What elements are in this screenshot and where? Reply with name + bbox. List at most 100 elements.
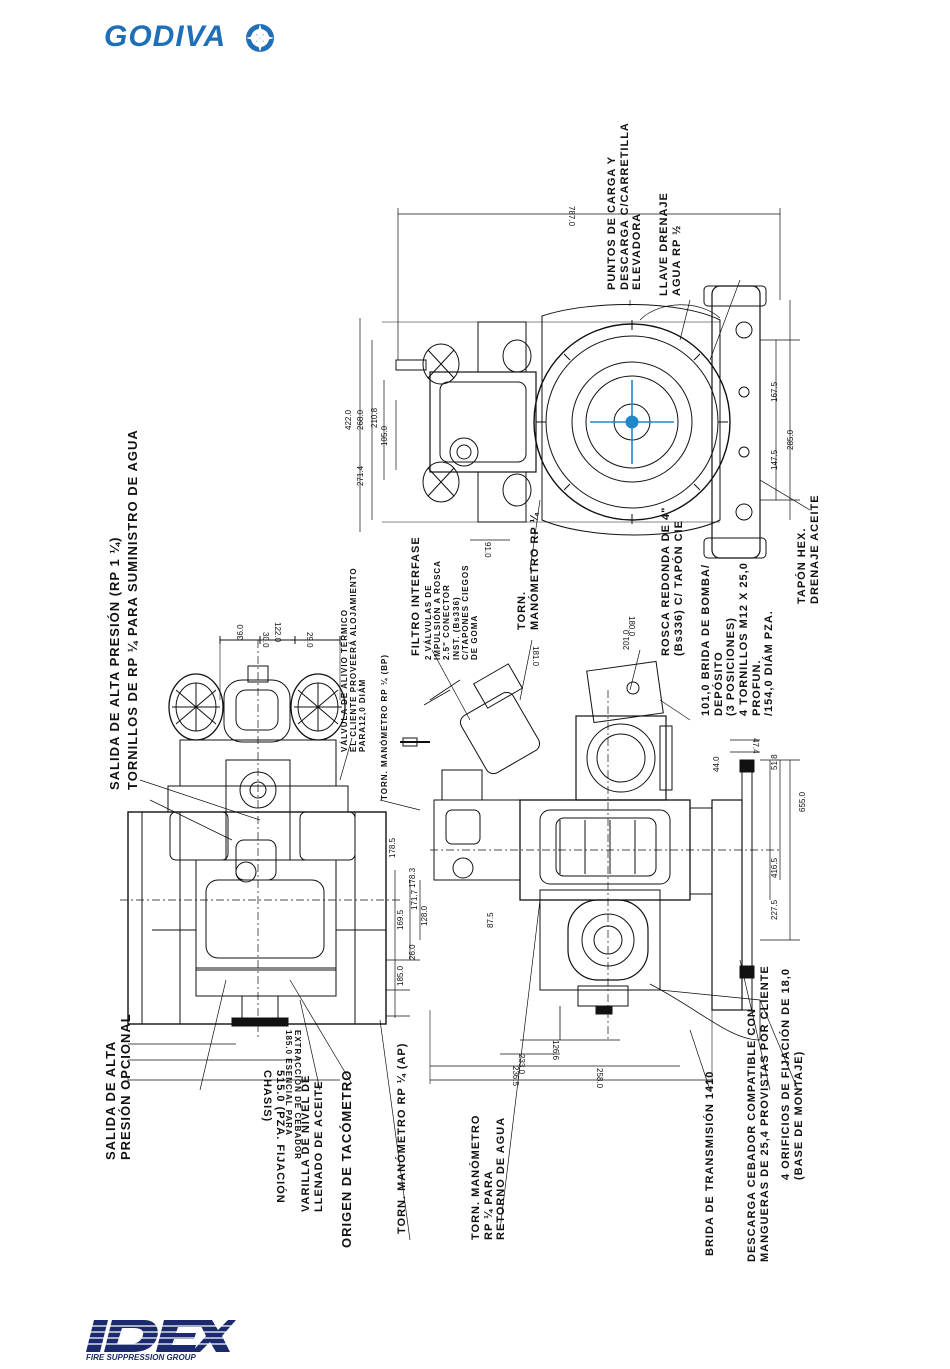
dim-87: 87.5 [486, 912, 495, 928]
dim-2365: 236.5 [511, 1066, 520, 1087]
dim-2680: 268.0 [356, 409, 365, 430]
label-orificios-line2: (BASE DE MONTAJE) [792, 1050, 805, 1180]
left-end-view [120, 636, 421, 1084]
label-valvulas-imp-line5: C/TAPONES CIEGOS [460, 564, 470, 660]
dim-4220: 422.0 [344, 409, 353, 430]
dim-1475: 147.5 [770, 449, 779, 470]
label-torn-manometro-bp: TORN. MANÓMETRO RP ¼ (BP) [380, 653, 389, 800]
idex-tagline: FIRE SUPPRESSION GROUP [86, 1353, 196, 1362]
label-fijacion-line1: 515.0 (PZA. FIJACIÓN [274, 1070, 286, 1204]
label-torn-manometro: TORN. MANÓMETRO RP ¼ [516, 512, 541, 630]
dim-36: 36.0 [236, 624, 245, 640]
label-valvula-line1: VÁLVULA DE ALIVIO TÉRMICO [340, 609, 349, 752]
dim-26: 26.0 [408, 944, 417, 960]
label-torn-retorno-line2: RP ¼ PARA [482, 1170, 495, 1240]
dim-2275: 227.5 [770, 899, 779, 920]
label-valvula-alivio: VÁLVULA DE ALIVIO TÉRMICO EL CLIENTE PRO… [340, 567, 368, 752]
label-filtro-interfase: FILTRO INTERFASE [410, 536, 422, 656]
dim-126-0: 126.6 [551, 1040, 560, 1061]
dim-474: 47.4 [751, 738, 760, 754]
label-tapon-hex-line2: DRENAJE ACEITE [808, 494, 821, 604]
label-torn-manometro-ap: TORN. MANÓMETRO RP ¼ (AP) [396, 1042, 408, 1234]
dim-1717: 171.7 [410, 889, 419, 910]
label-brida-bomba: 101,0 BRIDA DE BOMBA/ DEPÓSITO (3 POSICI… [700, 562, 776, 716]
godiva-logo: GODIVA [104, 20, 279, 56]
dim-7870: 787.0 [567, 206, 576, 227]
dim-4165: 416.5 [770, 857, 779, 878]
label-valvulas-imp-line1: 2 VÁLVULAS DE [424, 584, 433, 660]
leader-lines [139, 279, 811, 1241]
label-valvulas-imp-line3: 2.5" CONECTOR [442, 584, 452, 660]
dim-1695: 169.5 [396, 909, 405, 930]
label-descarga-cebador-line2: MANGUERAS DE 25,4 PROVISTAS POR CLIENTE [758, 965, 771, 1262]
dim-1783: 178.3 [408, 867, 417, 888]
dim-440: 44.0 [712, 756, 721, 772]
dim-180: 180.0 [627, 616, 636, 637]
dim-185: 185.0 [396, 965, 405, 986]
label-torn-manometro-line1: TORN. [516, 590, 528, 630]
label-brida-bomba-line2: DEPÓSITO [712, 651, 725, 716]
label-salida-alta-opcional: SALIDA DE ALTA PRESIÓN OPCIONAL [103, 1013, 134, 1160]
label-brida-bomba-line1: 101,0 BRIDA DE BOMBA/ [700, 563, 712, 716]
dim-1675: 167.5 [770, 381, 779, 402]
label-tornillos-rp: TORNILLOS DE RP ¼ PARA SUMINISTRO DE AGU… [125, 429, 140, 790]
label-rosca-redonda: ROSCA REDONDA DE 4" (Bs336) C/ TAPÓN CIE [660, 507, 685, 656]
dim-2108: 210.8 [370, 407, 379, 428]
dim-6550: 655.0 [798, 791, 807, 812]
label-brida-bomba-line4: 4 TORNILLOS M12 X 25,0 [737, 562, 750, 716]
godiva-wordmark: GODIVA [104, 20, 227, 53]
dim-91: 91.0 [483, 542, 492, 558]
label-descarga-cebador: DESCARGA CEBADOR COMPATIBLE CON MANGUERA… [746, 965, 771, 1262]
label-brida-bomba-line3: (3 POSICIONES) [725, 617, 738, 716]
label-llave-drenaje-line1: LLAVE DRENAJE [658, 192, 670, 296]
label-puntos-carga-line1: PUNTOS DE CARGA Y [606, 155, 618, 290]
label-orificios-fijacion: 4 ORIFICIOS DE FIJACIÓN DE 18,0 (BASE DE… [780, 968, 805, 1180]
idex-wordmark-icon [86, 1320, 236, 1352]
dim-2580: 258.0 [595, 1068, 604, 1089]
label-puntos-carga-line2: DESCARGA C/CARRETILLA [618, 122, 631, 290]
label-torn-retorno-agua: TORN. MANÓMETRO RP ¼ PARA RETORNO DE AGU… [470, 1115, 508, 1240]
label-valvula-line3: PARA12,0 DIÁM [358, 678, 368, 752]
label-rosca-line2: (Bs336) C/ TAPÓN CIE [672, 520, 685, 656]
label-fijacion-chasis: 515.0 (PZA. FIJACIÓN CHASIS) [261, 1070, 286, 1204]
label-origen-tacometro: ORIGEN DE TACÓMETRO [339, 1069, 354, 1248]
label-brida-transmision: BRIDA DE TRANSMISIÓN 1410 [704, 1070, 716, 1256]
label-llave-drenaje-line2: AGUA RP ½ [670, 224, 683, 296]
dim-2850: 285.0 [786, 429, 795, 450]
middle-side-view [400, 660, 800, 1084]
dim-181: 181.0 [531, 646, 540, 667]
label-puntos-carga-line3: ELEVADORA [631, 212, 644, 290]
label-tapon-hex: TAPÓN HEX. DRENAJE ACEITE [796, 494, 821, 604]
label-brida-bomba-line6: /154,0 DIÁM PZA. [763, 610, 776, 716]
label-torn-manometro-line2: MANÓMETRO RP ¼ [528, 512, 541, 630]
dim-29: 29.0 [305, 632, 314, 648]
label-rosca-line1: ROSCA REDONDA DE 4" [660, 506, 672, 656]
label-tapon-hex-line1: TAPÓN HEX. [796, 527, 808, 604]
dim-1785: 178.5 [388, 837, 397, 858]
dim-1050: 105.0 [380, 425, 389, 446]
label-varilla-nivel: VARILLA DE NIVEL DE LLENADO DE ACEITE [300, 1075, 325, 1212]
label-orificios-line1: 4 ORIFICIOS DE FIJACIÓN DE 18,0 [780, 968, 792, 1180]
dim-122: 122.0 [273, 622, 282, 643]
label-salida-alta-opcional-line1: SALIDA DE ALTA [103, 1040, 118, 1160]
top-right-view [359, 208, 800, 559]
label-varilla-line2: LLENADO DE ACEITE [312, 1080, 325, 1213]
godiva-emblem-icon [246, 24, 274, 52]
label-valvulas-imp-line2: IMPULSIÓN A ROSCA [433, 560, 443, 660]
label-salida-alta-opcional-line2: PRESIÓN OPCIONAL [117, 1013, 133, 1160]
label-fijacion-line2: CHASIS) [261, 1070, 274, 1123]
label-descarga-cebador-line1: DESCARGA CEBADOR COMPATIBLE CON [746, 1008, 758, 1262]
label-valvula-line2: EL CLIENTE PROVEERÁ ALOJAMIENTO [349, 567, 359, 752]
label-valvulas-imp-line6: DE GOMA [469, 614, 479, 660]
dim-80: 30.0 [261, 632, 270, 648]
idex-logo: FIRE SUPPRESSION GROUP [86, 1318, 236, 1366]
label-brida-bomba-line5: PROFUN. [750, 659, 763, 717]
label-torn-retorno-line1: TORN. MANÓMETRO [470, 1114, 482, 1240]
label-extraccion-line1: EXTRACCIÓN DE CEBADOR [293, 1030, 302, 1160]
label-valvulas-imp-line4: INST. (Bs336) [451, 596, 461, 660]
label-salida-alta-presion: SALIDA DE ALTA PRESIÓN (RP 1 ¼) [107, 536, 122, 790]
dim-128: 128.0 [420, 905, 429, 926]
dim-2714: 271.4 [356, 465, 365, 486]
label-valvulas-impulsion: 2 VÁLVULAS DE IMPULSIÓN A ROSCA 2.5" CON… [424, 560, 479, 660]
